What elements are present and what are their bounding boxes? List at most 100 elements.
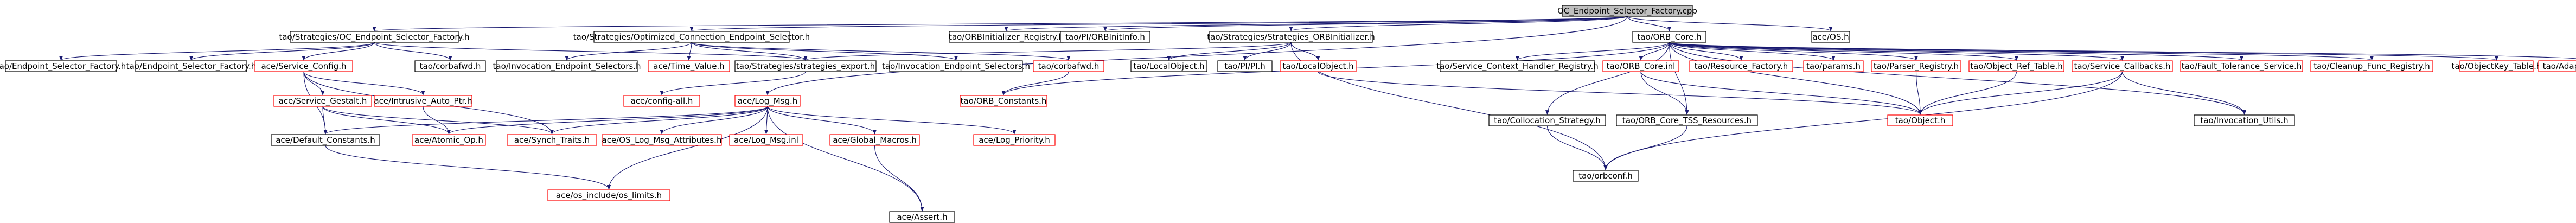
- node-label: tao/corbafwd.h: [420, 61, 481, 71]
- node-pi_orbinit[interactable]: tao/PI/ORBInitInfo.h: [1060, 31, 1150, 43]
- edge-ocfactory-to-strat_export: [691, 42, 808, 61]
- edge-svc_config-to-intrusive_ptr: [303, 71, 425, 95]
- edge-tao_local_object-to-tao_object: [1318, 71, 1922, 115]
- node-os_h[interactable]: ace/OS.h: [1811, 31, 1850, 43]
- node-tao_corbafwd[interactable]: tao/corbafwd.h: [1033, 60, 1104, 72]
- node-log_msg[interactable]: ace/Log_Msg.h: [734, 95, 801, 107]
- node-label: ace/Log_Priority.h: [979, 135, 1050, 145]
- node-orb_core_inl[interactable]: tao/ORB_Core.inl: [1602, 60, 1679, 72]
- node-tao_local_object[interactable]: tao/LocalObject.h: [1280, 60, 1357, 72]
- edge-obj_ref_table-to-tao_object: [1918, 71, 2017, 115]
- node-ep_sel_fac[interactable]: tao/Endpoint_Selector_Factory.h: [0, 60, 126, 72]
- edge-orb_core-to-invocation_utils: [1669, 42, 2246, 115]
- node-label: ace/Default_Constants.h: [276, 135, 375, 145]
- edge-svc_gestalt-to-default_constants: [322, 106, 328, 135]
- node-box: [1060, 31, 1150, 43]
- node-log_priority[interactable]: ace/Log_Priority.h: [973, 134, 1056, 146]
- node-os_limits[interactable]: ace/os_include/os_limits.h: [547, 189, 670, 201]
- node-inv_ep_sel2[interactable]: tao/Invocation_Endpoint_Selectors.h: [882, 60, 1030, 72]
- node-parser_registry[interactable]: tao/Parser_Registry.h: [1871, 60, 1961, 72]
- edge-ocesf_h-to-strat_export: [374, 42, 808, 61]
- node-orb_constants[interactable]: tao/ORB_Constants.h: [960, 95, 1047, 107]
- node-label: tao/Invocation_Endpoint_Selectors.h: [882, 61, 1030, 72]
- node-ocfactory[interactable]: tao/Strategies/Optimized_Connection_Endp…: [573, 31, 810, 43]
- edge-strat_orbinit-to-local_object: [1167, 42, 1292, 61]
- edge-log_msg-to-atomic_op: [447, 106, 768, 135]
- node-orbinit_reg[interactable]: tao/ORBInitializer_Registry.h: [949, 31, 1064, 43]
- edge-root-to-pi_orbinit: [1103, 16, 1628, 31]
- node-tao_object[interactable]: tao/Object.h: [1887, 114, 1953, 126]
- node-box: [1209, 31, 1373, 43]
- node-box: [1130, 60, 1207, 72]
- edge-root-to-ocesf_h: [373, 16, 1628, 31]
- node-box: [547, 189, 670, 201]
- node-box: [1689, 60, 1793, 72]
- edge-svc_callbacks-to-orbconf: [1603, 71, 2123, 170]
- node-config_all[interactable]: ace/config-all.h: [623, 95, 700, 107]
- node-os_log_msg_attr[interactable]: ace/OS_Log_Msg_Attributes.h: [602, 134, 722, 146]
- edge-log_msg-to-assert_h: [767, 106, 924, 212]
- edge-root-to-log_msg: [765, 16, 1628, 95]
- edge-layer: [59, 16, 2576, 212]
- edge-root-to-strat_orbinit: [1289, 16, 1628, 31]
- node-svc_gestalt[interactable]: ace/Service_Gestalt.h: [273, 95, 372, 107]
- node-label: tao/Strategies/OC_Endpoint_Selector_Fact…: [279, 32, 469, 42]
- node-global_macros[interactable]: ace/Global_Macros.h: [829, 134, 920, 146]
- node-svc_ctx_handler[interactable]: tao/Service_Context_Handler_Registry.h: [1436, 60, 1599, 72]
- node-label: ace/config-all.h: [631, 96, 693, 106]
- node-adapter_reg[interactable]: tao/Adapter_Registry.h: [2538, 60, 2576, 72]
- node-strat_orbinit[interactable]: tao/Strategies/Strategies_ORBInitializer…: [1207, 31, 1375, 43]
- node-params[interactable]: tao/params.h: [1803, 60, 1864, 72]
- edge-ocfactory-to-inv_ep_sel: [565, 42, 692, 61]
- node-box: [1632, 31, 1706, 43]
- node-resource_factory[interactable]: tao/Resource_Factory.h: [1689, 60, 1793, 72]
- edge-ocesf_h-to-ep_sel_fac: [59, 42, 375, 61]
- node-synch_traits[interactable]: ace/Synch_Traits.h: [507, 134, 597, 146]
- node-label: tao/Object_Ref_Table.h: [1970, 61, 2062, 72]
- node-label: tao/Strategies/Optimized_Connection_Endp…: [573, 32, 810, 42]
- edge-strat_export-to-config_all: [660, 71, 806, 95]
- node-cleanup_func[interactable]: tao/Cleanup_Func_Registry.h: [2310, 60, 2433, 72]
- edge-parser_registry-to-tao_object: [1915, 71, 1922, 115]
- node-pi_h[interactable]: tao/PI/PI.h: [1217, 60, 1273, 72]
- node-atomic_op[interactable]: ace/Atomic_Op.h: [412, 134, 486, 146]
- node-box: [1217, 60, 1273, 72]
- node-strat_export[interactable]: tao/Strategies/strategies_export.h: [734, 60, 877, 72]
- edge-collocation_strat-to-orbconf: [1546, 125, 1608, 170]
- node-box: [2180, 60, 2303, 72]
- node-objkey_table[interactable]: tao/ObjectKey_Table.h: [2452, 60, 2542, 72]
- edge-ocfactory-to-time_value: [687, 42, 692, 61]
- edge-orb_core-to-collocation_strat: [1545, 42, 1670, 115]
- node-corbafwd[interactable]: tao/corbafwd.h: [414, 60, 486, 72]
- node-fault_tol[interactable]: tao/Fault_Tolerance_Service.h: [2180, 60, 2303, 72]
- node-label: ace/Atomic_Op.h: [414, 135, 483, 145]
- node-box: [889, 211, 955, 223]
- node-assert_h[interactable]: ace/Assert.h: [889, 211, 955, 223]
- node-log_msg_inl[interactable]: ace/Log_Msg.inl: [729, 134, 803, 146]
- node-default_constants[interactable]: ace/Default_Constants.h: [271, 134, 380, 146]
- node-obj_ref_table[interactable]: tao/Object_Ref_Table.h: [1968, 60, 2064, 72]
- node-orb_core[interactable]: tao/ORB_Core.h: [1632, 31, 1706, 43]
- node-local_object[interactable]: tao/LocalObject.h: [1130, 60, 1207, 72]
- node-inv_ep_sel[interactable]: tao/Invocation_Endpoint_Selectors.h: [493, 60, 641, 72]
- edge-orb_core-to-params: [1669, 42, 1836, 61]
- node-label: tao/ORB_Core.inl: [1607, 61, 1676, 72]
- node-collocation_strat[interactable]: tao/Collocation_Strategy.h: [1488, 114, 1606, 126]
- node-invocation_utils[interactable]: tao/Invocation_Utils.h: [2194, 114, 2295, 126]
- node-box: [734, 60, 877, 72]
- edge-log_msg-to-synch_traits: [550, 106, 768, 135]
- node-box: [2538, 60, 2576, 72]
- node-ep_sel_fac2[interactable]: tao/Endpoint_Selector_Factory.h: [126, 60, 257, 72]
- node-root[interactable]: OC_Endpoint_Selector_Factory.cpp: [1557, 5, 1697, 17]
- node-orb_core_tss[interactable]: tao/ORB_Core_TSS_Resources.h: [1616, 114, 1758, 126]
- node-orbconf[interactable]: tao/orbconf.h: [1573, 170, 1639, 182]
- node-box: [2459, 60, 2534, 72]
- node-label: tao/Endpoint_Selector_Factory.h: [0, 61, 126, 72]
- node-svc_config[interactable]: ace/Service_Config.h: [254, 60, 353, 72]
- node-time_value[interactable]: ace/Time_Value.h: [648, 60, 730, 72]
- node-ocesf_h[interactable]: tao/Strategies/OC_Endpoint_Selector_Fact…: [279, 31, 470, 43]
- node-label: tao/ORB_Core.h: [1637, 32, 1701, 42]
- node-svc_callbacks[interactable]: tao/Service_Callbacks.h: [2072, 60, 2173, 72]
- node-intrusive_ptr[interactable]: ace/Intrusive_Auto_Ptr.h: [374, 95, 472, 107]
- node-box: [623, 95, 700, 107]
